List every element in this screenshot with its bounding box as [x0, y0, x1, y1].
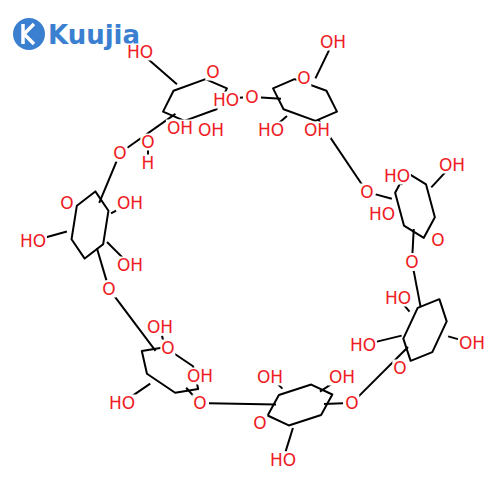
bond-line	[209, 403, 276, 404]
atom-label: O	[296, 70, 311, 87]
atom-label: OH	[256, 369, 284, 386]
atom-label: H	[141, 155, 156, 172]
atom-label: OH	[146, 319, 174, 336]
bond-line	[414, 271, 421, 307]
atom-label: HO	[349, 337, 377, 354]
bond-line	[315, 50, 329, 78]
atom-label: O	[430, 232, 445, 249]
atom-label: O	[359, 184, 374, 201]
bond-line	[261, 98, 281, 99]
atom-label: O	[59, 195, 74, 212]
glucose-rings	[69, 73, 454, 430]
atom-label: O	[344, 395, 359, 412]
atom-label: HO	[108, 395, 136, 412]
bond-line	[97, 248, 107, 280]
bond-line	[431, 172, 446, 188]
atom-label: O	[252, 415, 267, 432]
bond-line	[99, 161, 116, 203]
atom-label: OH	[197, 122, 225, 139]
bond-lines	[42, 50, 464, 451]
atom-label: HO	[368, 206, 396, 223]
atom-label: OH	[303, 122, 331, 139]
atom-label: HO	[257, 122, 285, 139]
atom-label: O	[140, 134, 155, 151]
atom-label: OH	[319, 34, 347, 51]
atom-label: HO	[384, 290, 412, 307]
atom-label: O	[205, 64, 220, 81]
atom-label: O	[112, 145, 127, 162]
atom-label: HO	[126, 44, 154, 61]
atom-label: O	[244, 89, 259, 106]
bond-line	[358, 347, 408, 397]
atom-label: OH	[328, 369, 356, 386]
atom-label: O	[101, 281, 116, 298]
bond-line	[376, 194, 392, 198]
atom-label: OH	[116, 195, 144, 212]
atom-label: HO	[269, 452, 297, 469]
atom-label: O	[392, 360, 407, 377]
atom-label: OH	[458, 335, 486, 352]
bond-line	[324, 402, 343, 405]
logo-icon	[13, 18, 45, 50]
atom-label: OH	[438, 157, 466, 174]
bond-line	[412, 229, 413, 253]
atom-label: HO	[212, 92, 240, 109]
atom-label: O	[160, 340, 175, 357]
atom-label: O	[404, 254, 419, 271]
atom-label: HO	[383, 168, 411, 185]
bond-line	[147, 58, 177, 84]
atom-label: OH	[116, 257, 144, 274]
atom-label: HO	[19, 233, 47, 250]
atom-label: OH	[186, 368, 214, 385]
atom-label: OH	[166, 120, 194, 137]
atom-label: O	[192, 395, 207, 412]
bond-line	[286, 428, 293, 451]
